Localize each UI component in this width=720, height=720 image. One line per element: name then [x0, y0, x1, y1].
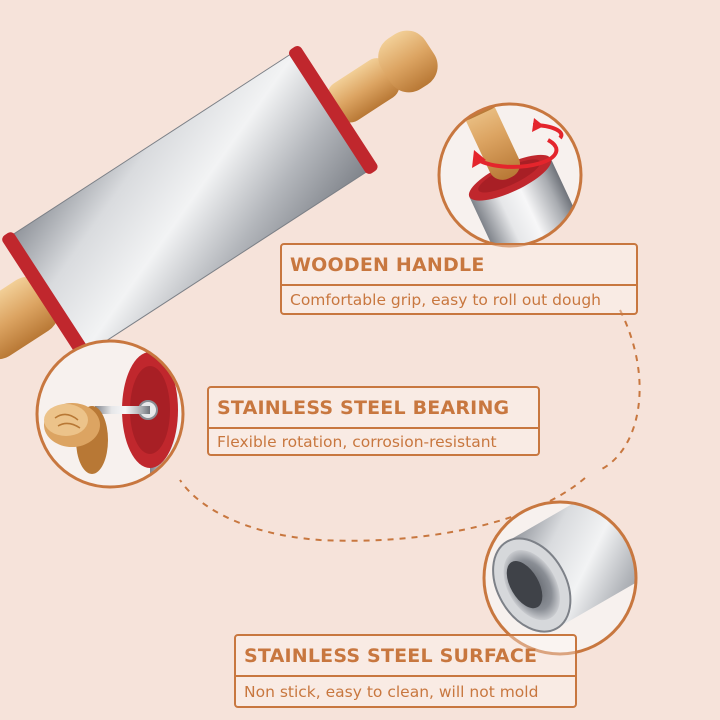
red-end-cap-right	[289, 45, 378, 174]
feature-callout-steel-surface: STAINLESS STEEL SURFACE Non stick, easy …	[234, 634, 577, 708]
red-end-cap-left	[2, 232, 91, 361]
feature-description: Non stick, easy to clean, will not mold	[244, 682, 539, 701]
rolling-pin	[0, 30, 438, 361]
feature-title: WOODEN HANDLE	[282, 245, 636, 286]
feature-callout-wooden-handle: WOODEN HANDLE Comfortable grip, easy to …	[280, 243, 638, 315]
detail-circle-surface	[482, 500, 638, 656]
feature-description: Comfortable grip, easy to roll out dough	[290, 290, 601, 309]
feature-title: STAINLESS STEEL BEARING	[209, 388, 538, 429]
feature-description: Flexible rotation, corrosion-resistant	[217, 432, 497, 451]
feature-title: STAINLESS STEEL SURFACE	[236, 636, 575, 677]
right-wood-handle	[327, 58, 400, 123]
feature-callout-steel-bearing: STAINLESS STEEL BEARING Flexible rotatio…	[207, 386, 540, 456]
steel-barrel	[6, 51, 372, 356]
detail-circle-bearing	[35, 339, 185, 489]
left-wood-handle	[0, 276, 59, 360]
detail-circle-handle	[437, 102, 583, 248]
